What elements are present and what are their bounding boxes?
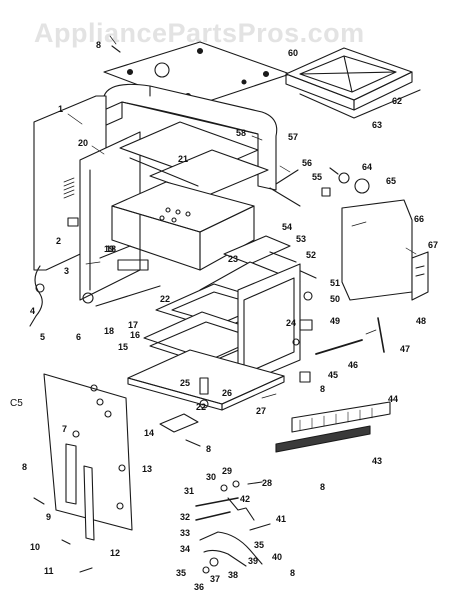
part-label: 55 xyxy=(312,172,323,182)
part-label: 8 xyxy=(22,462,28,472)
vent-grille xyxy=(275,401,391,453)
latch-rod xyxy=(292,291,385,383)
part-label: 19 xyxy=(104,244,115,254)
back-panel xyxy=(33,95,141,301)
part-label: 47 xyxy=(400,344,411,354)
part-label: 43 xyxy=(372,456,383,466)
part-label: 62 xyxy=(392,96,403,106)
upper-oven-box xyxy=(111,181,301,271)
part-label: 8 xyxy=(320,482,326,492)
part-label: 18 xyxy=(104,326,115,336)
part-label: 9 xyxy=(46,512,52,522)
part-label: 7 xyxy=(62,424,68,434)
part-label: 12 xyxy=(110,548,121,558)
part-label: 30 xyxy=(206,472,217,482)
part-label: 33 xyxy=(180,528,191,538)
part-label: 45 xyxy=(328,370,339,380)
part-label: 28 xyxy=(262,478,273,488)
part-label: 5 xyxy=(40,332,46,342)
part-label: 64 xyxy=(362,162,373,172)
part-label: 18 xyxy=(106,244,117,254)
section-label: C5 xyxy=(10,398,23,409)
part-label: 48 xyxy=(416,316,427,326)
part-label: 50 xyxy=(330,294,341,304)
part-label: 8 xyxy=(290,568,296,578)
part-label: 66 xyxy=(414,214,425,224)
part-label: 34 xyxy=(180,544,191,554)
drip-pan xyxy=(285,47,421,119)
leader-lines xyxy=(67,35,417,399)
part-label: 2 xyxy=(56,236,62,246)
part-label: 1 xyxy=(58,104,64,114)
lower-oven xyxy=(127,263,301,411)
part-label: 35 xyxy=(176,568,187,578)
part-label: 11 xyxy=(44,566,54,576)
part-label: 56 xyxy=(302,158,313,168)
part-label: 58 xyxy=(236,128,247,138)
part-label: 22 xyxy=(196,402,207,412)
part-label: 53 xyxy=(296,234,307,244)
part-label: 17 xyxy=(128,320,139,330)
part-label: 67 xyxy=(428,240,439,250)
part-label: 38 xyxy=(228,570,239,580)
part-label: 36 xyxy=(194,582,205,592)
part-label: 3 xyxy=(64,266,70,276)
part-label: 31 xyxy=(184,486,195,496)
part-label: 8 xyxy=(320,384,326,394)
part-label: 14 xyxy=(144,428,155,438)
part-label: 4 xyxy=(30,306,36,316)
hinge-parts xyxy=(195,480,271,574)
part-label: 21 xyxy=(178,154,189,164)
part-label: 29 xyxy=(222,466,233,476)
part-label: 40 xyxy=(272,552,283,562)
part-label: 41 xyxy=(276,514,287,524)
part-label: 49 xyxy=(330,316,341,326)
part-label: 39 xyxy=(248,556,259,566)
part-label: 22 xyxy=(160,294,171,304)
part-label: 27 xyxy=(256,406,267,416)
left-hardware xyxy=(29,245,161,327)
knob-parts xyxy=(275,167,370,197)
part-label: 25 xyxy=(180,378,191,388)
part-label: 35 xyxy=(254,540,265,550)
part-label: 8 xyxy=(96,40,102,50)
part-label: 57 xyxy=(288,132,299,142)
cavity-wrapper xyxy=(103,83,278,191)
part-label: 24 xyxy=(286,318,297,328)
part-label: 63 xyxy=(372,120,383,130)
part-label: 10 xyxy=(30,542,41,552)
part-label: 42 xyxy=(240,494,251,504)
part-label: 8 xyxy=(206,444,212,454)
part-label: 60 xyxy=(288,48,299,58)
part-label: 54 xyxy=(282,222,293,232)
part-label: 51 xyxy=(330,278,341,288)
part-label: 37 xyxy=(210,574,221,584)
part-label: 20 xyxy=(78,138,89,148)
part-label: 23 xyxy=(228,254,239,264)
part-label: 52 xyxy=(306,250,317,260)
part-label: 44 xyxy=(388,394,399,404)
front-side-panel xyxy=(33,373,133,573)
part-label: 65 xyxy=(386,176,397,186)
part-label: 13 xyxy=(142,464,153,474)
part-label: 46 xyxy=(348,360,359,370)
part-label: 15 xyxy=(118,342,129,352)
side-panel-right xyxy=(341,199,429,301)
part-label: 6 xyxy=(76,332,82,342)
part-label: 26 xyxy=(222,388,233,398)
part-label: 32 xyxy=(180,512,191,522)
upper-liner xyxy=(119,121,269,197)
part-label: 16 xyxy=(130,330,141,340)
bottom-bracket xyxy=(159,413,201,447)
